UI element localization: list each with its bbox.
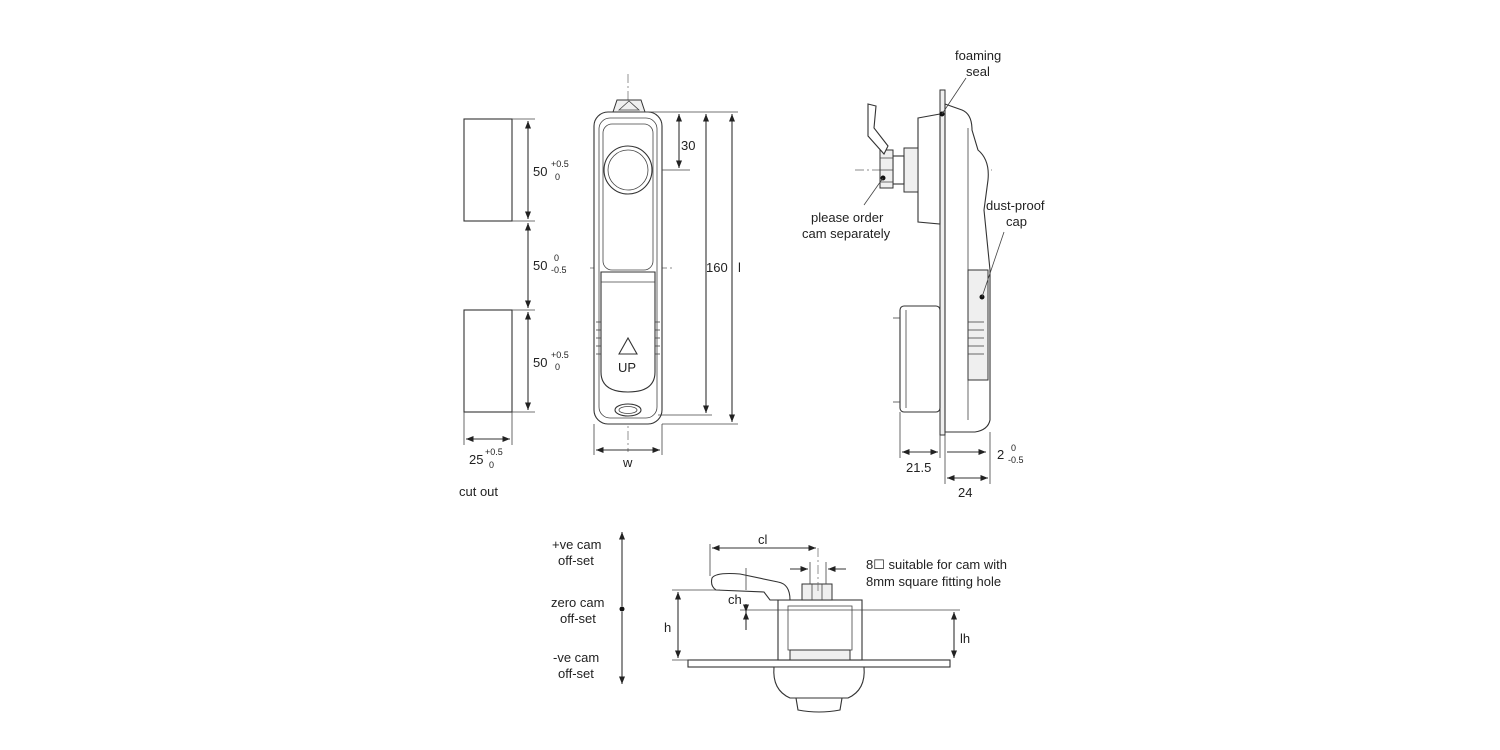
- cam-arm: [710, 572, 791, 601]
- cutout-dim-bot-tol-up: +0.5: [551, 350, 569, 360]
- side-dim-2-tol-up: 0: [1011, 443, 1016, 453]
- cam-dim-cl: cl: [758, 532, 768, 547]
- note-seal-line1: foaming: [955, 48, 1001, 63]
- cam-lever: [867, 103, 889, 155]
- cutout-dim-bot: 50: [533, 355, 547, 370]
- front-dim-w: w: [622, 455, 633, 470]
- front-dim-160: 160: [706, 260, 728, 275]
- cutout-dim-mid-tol-up: 0: [554, 253, 559, 263]
- cutout-caption: cut out: [459, 484, 498, 499]
- zero-offset-dot: [619, 606, 625, 612]
- front-view: UP 30 160 l w: [590, 74, 741, 470]
- note-square-line1: 8☐ suitable for cam with: [866, 557, 1007, 572]
- cutout-upper-rect: [463, 118, 513, 222]
- cam-dim-lh: lh: [960, 631, 970, 646]
- key-cylinder: [603, 145, 653, 195]
- up-triangle-icon: [618, 336, 638, 355]
- cam-dim-ch: ch: [728, 592, 742, 607]
- note-cam-line1: please order: [811, 210, 884, 225]
- neg-offset-line2: off-set: [558, 666, 594, 681]
- cam-offset-view: +ve cam off-set zero cam off-set -ve cam…: [551, 532, 1007, 713]
- neg-offset-line1: -ve cam: [553, 650, 599, 665]
- note-cap-line2: cap: [1006, 214, 1027, 229]
- cutout-dim-top-tol-up: +0.5: [551, 159, 569, 169]
- zero-offset-line1: zero cam: [551, 595, 604, 610]
- cutout-dim-width-tol-up: +0.5: [485, 447, 503, 457]
- cutout-dim-top: 50: [533, 164, 547, 179]
- dust-proof-cap: [967, 269, 989, 381]
- pos-offset-line1: +ve cam: [552, 537, 602, 552]
- handle-up-label: UP: [618, 360, 636, 375]
- front-dim-30: 30: [681, 138, 695, 153]
- side-dim-21-5: 21.5: [906, 460, 931, 475]
- note-cam-line2: cam separately: [802, 226, 891, 241]
- cutout-dim-width: 25: [469, 452, 483, 467]
- front-dim-l: l: [738, 260, 741, 275]
- note-square-line2: 8mm square fitting hole: [866, 574, 1001, 589]
- side-dim-2-tol-lo: -0.5: [1008, 455, 1024, 465]
- cutout-dim-bot-tol-lo: 0: [555, 362, 560, 372]
- handle: [600, 271, 656, 393]
- side-dim-2: 2: [997, 447, 1004, 462]
- cutout-dim-mid: 50: [533, 258, 547, 273]
- cutout-dim-top-tol-lo: 0: [555, 172, 560, 182]
- cutout-dim-width-tol-lo: 0: [489, 460, 494, 470]
- zero-offset-line2: off-set: [560, 611, 596, 626]
- side-view: foaming seal please order cam separately…: [802, 48, 1045, 500]
- note-seal-line2: seal: [966, 64, 990, 79]
- cam-view-panel: [687, 659, 951, 668]
- cam-dim-h: h: [664, 620, 671, 635]
- cutout-view: 50 +0.5 0 50 0 -0.5 50 +0.5 0 25 +0.5 0 …: [459, 118, 569, 499]
- note-cap-line1: dust-proof: [986, 198, 1045, 213]
- side-dim-24: 24: [958, 485, 972, 500]
- panel-plate: [939, 89, 946, 436]
- pos-offset-line2: off-set: [558, 553, 594, 568]
- cutout-dim-mid-tol-lo: -0.5: [551, 265, 567, 275]
- cutout-lower-rect: [463, 309, 513, 413]
